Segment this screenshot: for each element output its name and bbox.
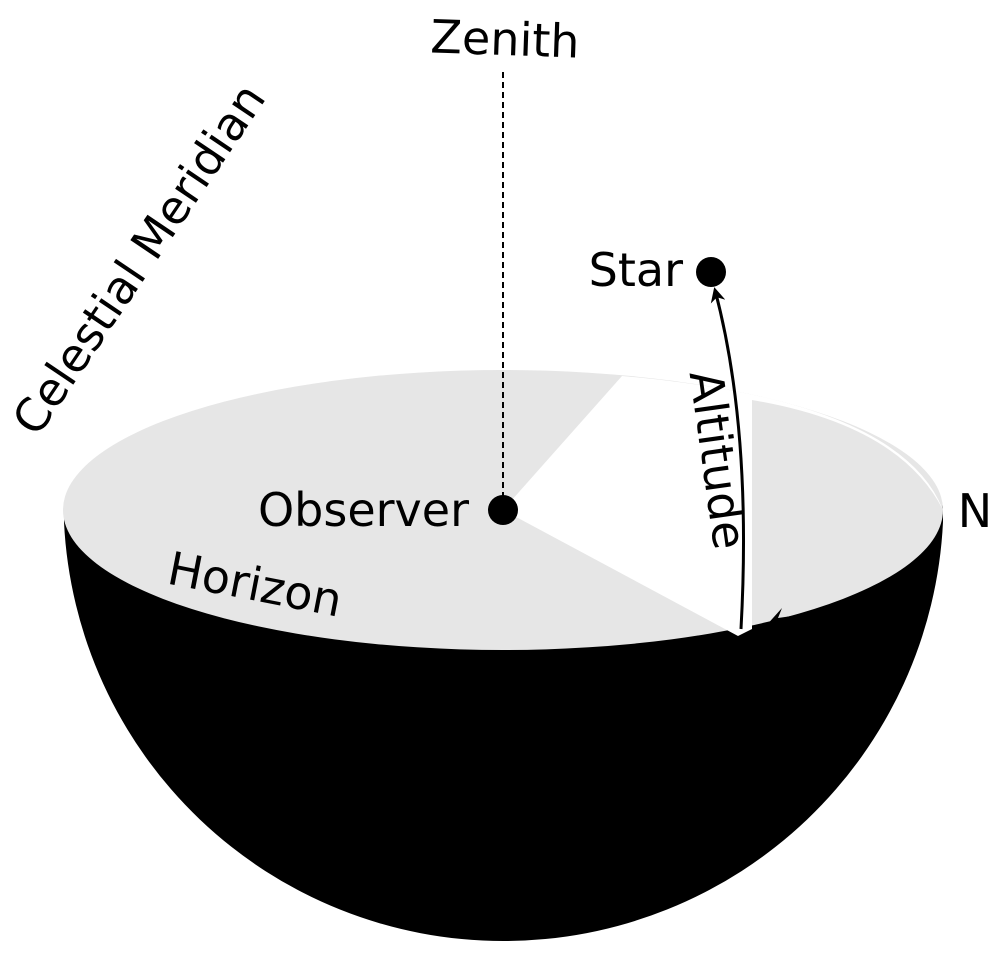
horizon-strip-north xyxy=(752,400,943,510)
celestial-meridian-label: Celestial Meridian xyxy=(1,74,276,445)
star-point xyxy=(696,257,726,287)
star-label: Star xyxy=(589,243,683,297)
zenith-label: Zenith xyxy=(430,9,581,68)
altitude-arc xyxy=(710,287,746,630)
observer-point xyxy=(488,495,518,525)
observer-label: Observer xyxy=(258,483,469,537)
lower-hemisphere xyxy=(64,505,943,942)
north-label: N xyxy=(958,484,992,538)
azimuth-arrowhead xyxy=(764,608,792,628)
